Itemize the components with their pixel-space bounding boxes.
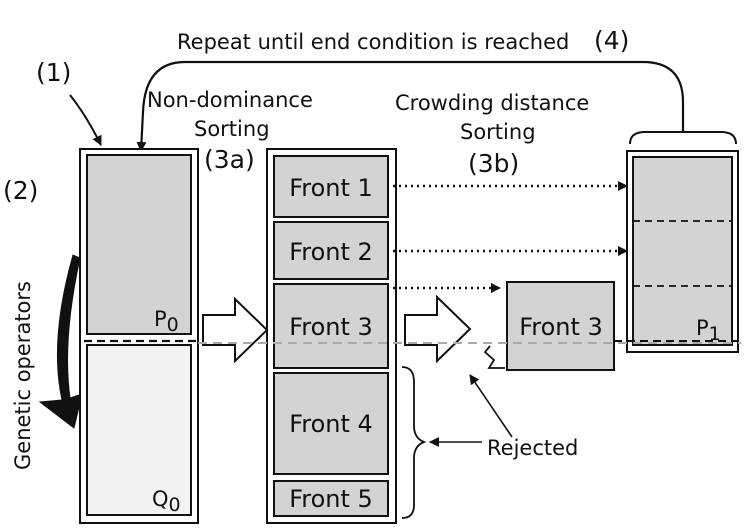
front-3-box (273, 283, 389, 369)
front-2-label: Front 2 (289, 238, 373, 266)
rejected-partial-pointer (469, 374, 513, 438)
genetic-operators-label: Genetic operators (11, 281, 35, 470)
rejected-brace (401, 366, 427, 519)
front-1-label: Front 1 (289, 174, 373, 202)
sort-arrow-1 (202, 296, 269, 364)
crowding-sorting-label: Sorting (460, 120, 536, 144)
step-2-label: (2) (3, 176, 38, 205)
sort-arrow-2 (404, 294, 472, 364)
next-population-label: P1 (696, 316, 721, 345)
non-dominance-label: Non-dominance (147, 88, 313, 112)
repeat-loop-arrow (136, 60, 685, 152)
next-population-inner-box (632, 156, 733, 346)
genetic-operators-arrow (38, 254, 83, 429)
step-3b-label: (3b) (468, 149, 519, 178)
front-5-label: Front 5 (289, 485, 373, 513)
front-5-box (273, 480, 389, 517)
repeat-label: Repeat until end condition is reached (177, 30, 569, 54)
parent-population-label: P0 (154, 307, 179, 336)
offspring-population-box (86, 344, 192, 516)
step-1-label: (1) (36, 58, 71, 87)
step-1-arrow (69, 94, 102, 146)
front-4-box (273, 372, 389, 475)
offspring-population-label: Q0 (152, 487, 181, 516)
partial-front-3-box (506, 281, 615, 371)
partial-front-3-label: Front 3 (519, 313, 603, 341)
step-3a-label: (3a) (204, 145, 255, 174)
front-2-box (273, 221, 389, 280)
step-4-label: (4) (594, 26, 629, 55)
next-population-bracket (629, 131, 737, 145)
crowding-distance-label: Crowding distance (395, 91, 589, 115)
rejected-partial-bracket (483, 345, 505, 369)
front-3-label: Front 3 (289, 313, 373, 341)
front-1-box (273, 155, 389, 218)
non-dominance-sorting-label: Sorting (194, 117, 270, 141)
front-4-label: Front 4 (289, 410, 373, 438)
rejected-label: Rejected (487, 436, 578, 460)
parent-population-box (86, 154, 192, 335)
